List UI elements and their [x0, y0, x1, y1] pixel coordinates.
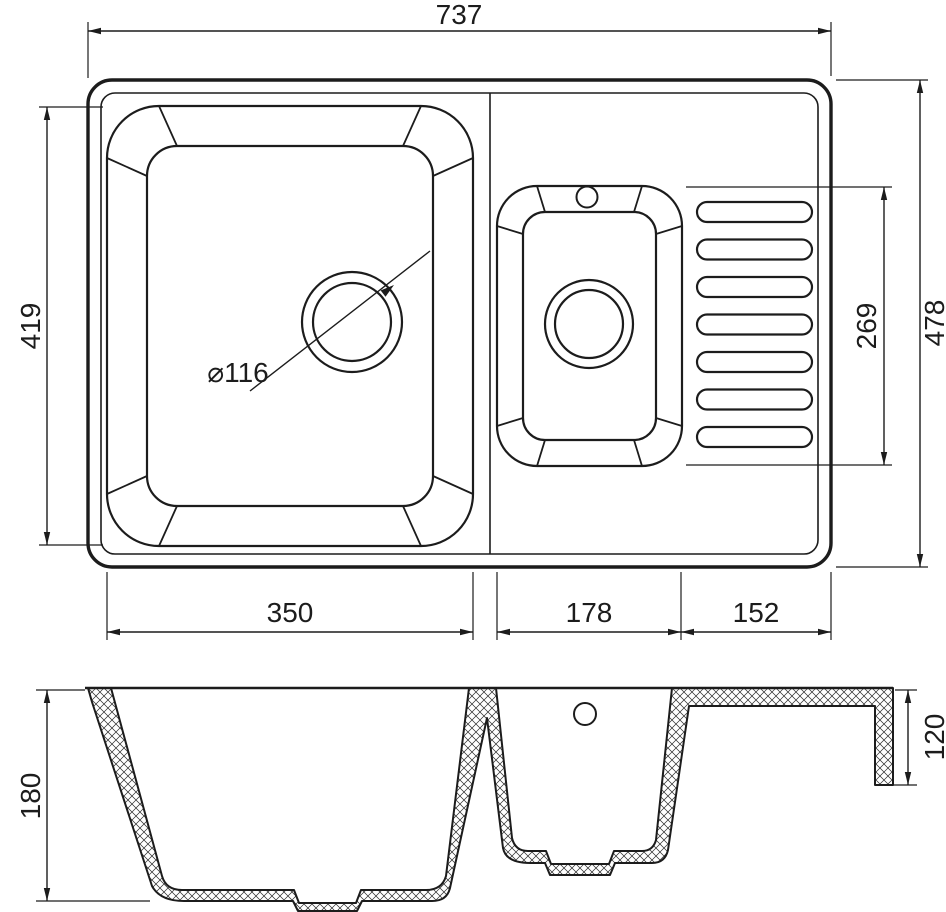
dimension-label-drain-diameter: ⌀116: [207, 357, 269, 388]
main-bowl-bottom-edge: [145, 144, 435, 508]
second-bowl-bottom-edge: [521, 210, 658, 442]
dimension-label-overall-depth: 478: [919, 300, 946, 347]
drainboard: [695, 200, 814, 449]
drainboard-slot: [695, 238, 814, 261]
dimension-label-edge-depth: 120: [919, 714, 946, 761]
main-bowl-corner-facets: [106, 105, 474, 547]
main-drain-inner-circle: [311, 281, 393, 363]
section-view: [85, 686, 894, 912]
main-bowl: [105, 104, 475, 548]
tap-hole-section: [573, 702, 597, 726]
dimension-second-bowl-length: 269: [686, 186, 892, 466]
dimension-label-main-bowl-length: 419: [15, 303, 46, 350]
drainboard-slot: [695, 350, 814, 374]
second-drain-outer-circle: [543, 278, 635, 370]
drainboard-slot: [695, 425, 814, 449]
plan-view: [86, 78, 833, 569]
second-bowl: [495, 184, 684, 468]
drainboard-slot: [695, 200, 814, 224]
leader-arrowhead: [380, 285, 394, 297]
dimension-overall-width: 737: [87, 0, 832, 78]
main-drain-outer-circle: [300, 270, 404, 374]
main-bowl-top-edge: [105, 104, 475, 548]
dimension-overall-depth: 478: [836, 79, 946, 568]
second-drain-inner-circle: [553, 288, 625, 360]
sink-outer-edge: [86, 78, 833, 569]
dimension-bottom-row: 350 178 152: [106, 572, 832, 640]
leader-line: [249, 250, 431, 392]
drainboard-slot: [695, 313, 814, 336]
dimension-main-bowl-length: 419: [15, 106, 103, 546]
tap-hole: [575, 185, 599, 209]
dimension-label-overall-width: 737: [436, 0, 483, 30]
dimension-label-drainboard-width: 152: [733, 597, 780, 628]
drainboard-slot: [695, 388, 814, 411]
dimension-drain-diameter: ⌀116: [207, 250, 431, 392]
dimension-label-main-bowl-depth: 180: [15, 773, 46, 820]
second-bowl-corner-facets: [496, 185, 683, 467]
drainboard-slot: [695, 275, 814, 299]
dimension-label-main-bowl-width: 350: [267, 597, 314, 628]
sink-inner-rim: [100, 92, 819, 555]
dimension-edge-depth: 120: [880, 689, 946, 786]
dimension-main-bowl-depth: 180: [15, 689, 150, 902]
dimension-label-second-bowl-length: 269: [851, 303, 882, 350]
dimension-label-second-bowl-width: 178: [566, 597, 613, 628]
section-cut-material: [87, 687, 894, 912]
